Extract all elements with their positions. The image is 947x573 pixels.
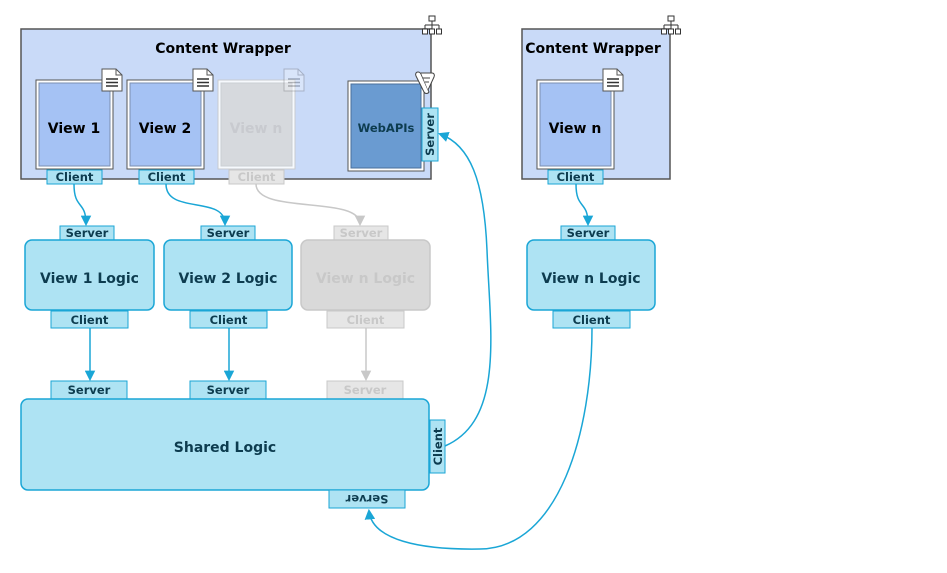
port-label: Server xyxy=(423,113,437,156)
view-1-logic-server-port: Server xyxy=(59,225,115,241)
view-2-logic-box: View 2 Logic xyxy=(163,239,293,311)
view-n-logic-client-port: Client xyxy=(552,310,631,329)
connector-view-n-ghost-to-logic xyxy=(255,183,366,227)
webapis-label: WebAPIs xyxy=(358,121,415,135)
view-n-client-port: Client xyxy=(547,169,604,185)
port-label: Server xyxy=(68,383,111,397)
view-1-logic-box: View 1 Logic xyxy=(24,239,155,311)
port-label: Server xyxy=(207,226,250,240)
scroll-icon xyxy=(415,71,435,94)
view-n-ghost-logic-client-port: Client xyxy=(326,310,405,329)
view-n-ghost-client-port: Client xyxy=(228,169,285,185)
connector-shared-to-webapis xyxy=(438,131,492,447)
view-1-logic-label: View 1 Logic xyxy=(40,271,139,287)
view-n-ghost-label: View n xyxy=(230,121,283,137)
port-label: Client xyxy=(210,313,248,327)
port-label: Client xyxy=(56,170,94,184)
port-label: Client xyxy=(573,313,611,327)
webapis-server-port: Server xyxy=(421,107,439,162)
view-n-ghost-logic-label: View n Logic xyxy=(316,271,415,287)
sitemap-icon xyxy=(422,15,442,35)
document-icon xyxy=(101,68,123,92)
view-n-ghost-logic-server-port: Server xyxy=(333,225,389,241)
port-label: Client xyxy=(238,170,276,184)
view-n-box: View n xyxy=(536,68,624,170)
shared-logic-label: Shared Logic xyxy=(174,440,276,456)
connector-view-1-to-logic xyxy=(73,183,92,227)
view-1-client-port: Client xyxy=(46,169,103,185)
view-2-logic-client-port: Client xyxy=(189,310,268,329)
view-n-ghost-box: View n xyxy=(217,68,305,170)
port-label: Server xyxy=(66,226,109,240)
connector-view-n-logic-to-shared xyxy=(364,327,593,550)
port-label: Server xyxy=(344,383,387,397)
shared-logic-client-port: Client xyxy=(429,419,446,474)
shared-logic-server-port-ghost: Server xyxy=(326,380,404,400)
view-n-logic-label: View n Logic xyxy=(541,271,640,287)
view-2-client-port: Client xyxy=(138,169,195,185)
document-icon xyxy=(602,68,624,92)
port-label: Client xyxy=(148,170,186,184)
port-label: Server xyxy=(567,226,610,240)
content-wrapper-title: Content Wrapper xyxy=(525,41,661,57)
port-label: Client xyxy=(557,170,595,184)
view-n-label: View n xyxy=(549,121,602,137)
port-label: Client xyxy=(431,427,445,465)
port-label: Server xyxy=(207,383,250,397)
connector-view-n-to-logic xyxy=(575,183,594,227)
shared-logic-server-port-2: Server xyxy=(189,380,267,400)
webapis-box: WebAPIs xyxy=(347,71,435,172)
document-icon xyxy=(283,68,305,92)
view-1-label: View 1 xyxy=(48,121,100,137)
view-2-logic-label: View 2 Logic xyxy=(179,271,278,287)
view-2-label: View 2 xyxy=(139,121,191,137)
view-1-box: View 1 xyxy=(35,68,123,170)
shared-logic-box: Shared Logic xyxy=(20,398,430,491)
port-label: Server xyxy=(340,226,383,240)
shared-logic-server-port-1: Server xyxy=(50,380,128,400)
view-n-logic-box: View n Logic xyxy=(526,239,656,311)
content-wrapper-title: Content Wrapper xyxy=(155,41,291,57)
port-label: Server xyxy=(345,492,388,506)
connector-view-2-to-logic xyxy=(165,183,231,227)
view-n-logic-server-port: Server xyxy=(560,225,616,241)
view-2-logic-server-port: Server xyxy=(200,225,256,241)
port-label: Client xyxy=(347,313,385,327)
view-1-logic-client-port: Client xyxy=(50,310,129,329)
view-2-box: View 2 xyxy=(126,68,214,170)
document-icon xyxy=(192,68,214,92)
shared-logic-bottom-server-port: Server xyxy=(328,489,406,509)
sitemap-icon xyxy=(661,15,681,35)
port-label: Client xyxy=(71,313,109,327)
view-n-ghost-logic-box: View n Logic xyxy=(300,239,431,311)
